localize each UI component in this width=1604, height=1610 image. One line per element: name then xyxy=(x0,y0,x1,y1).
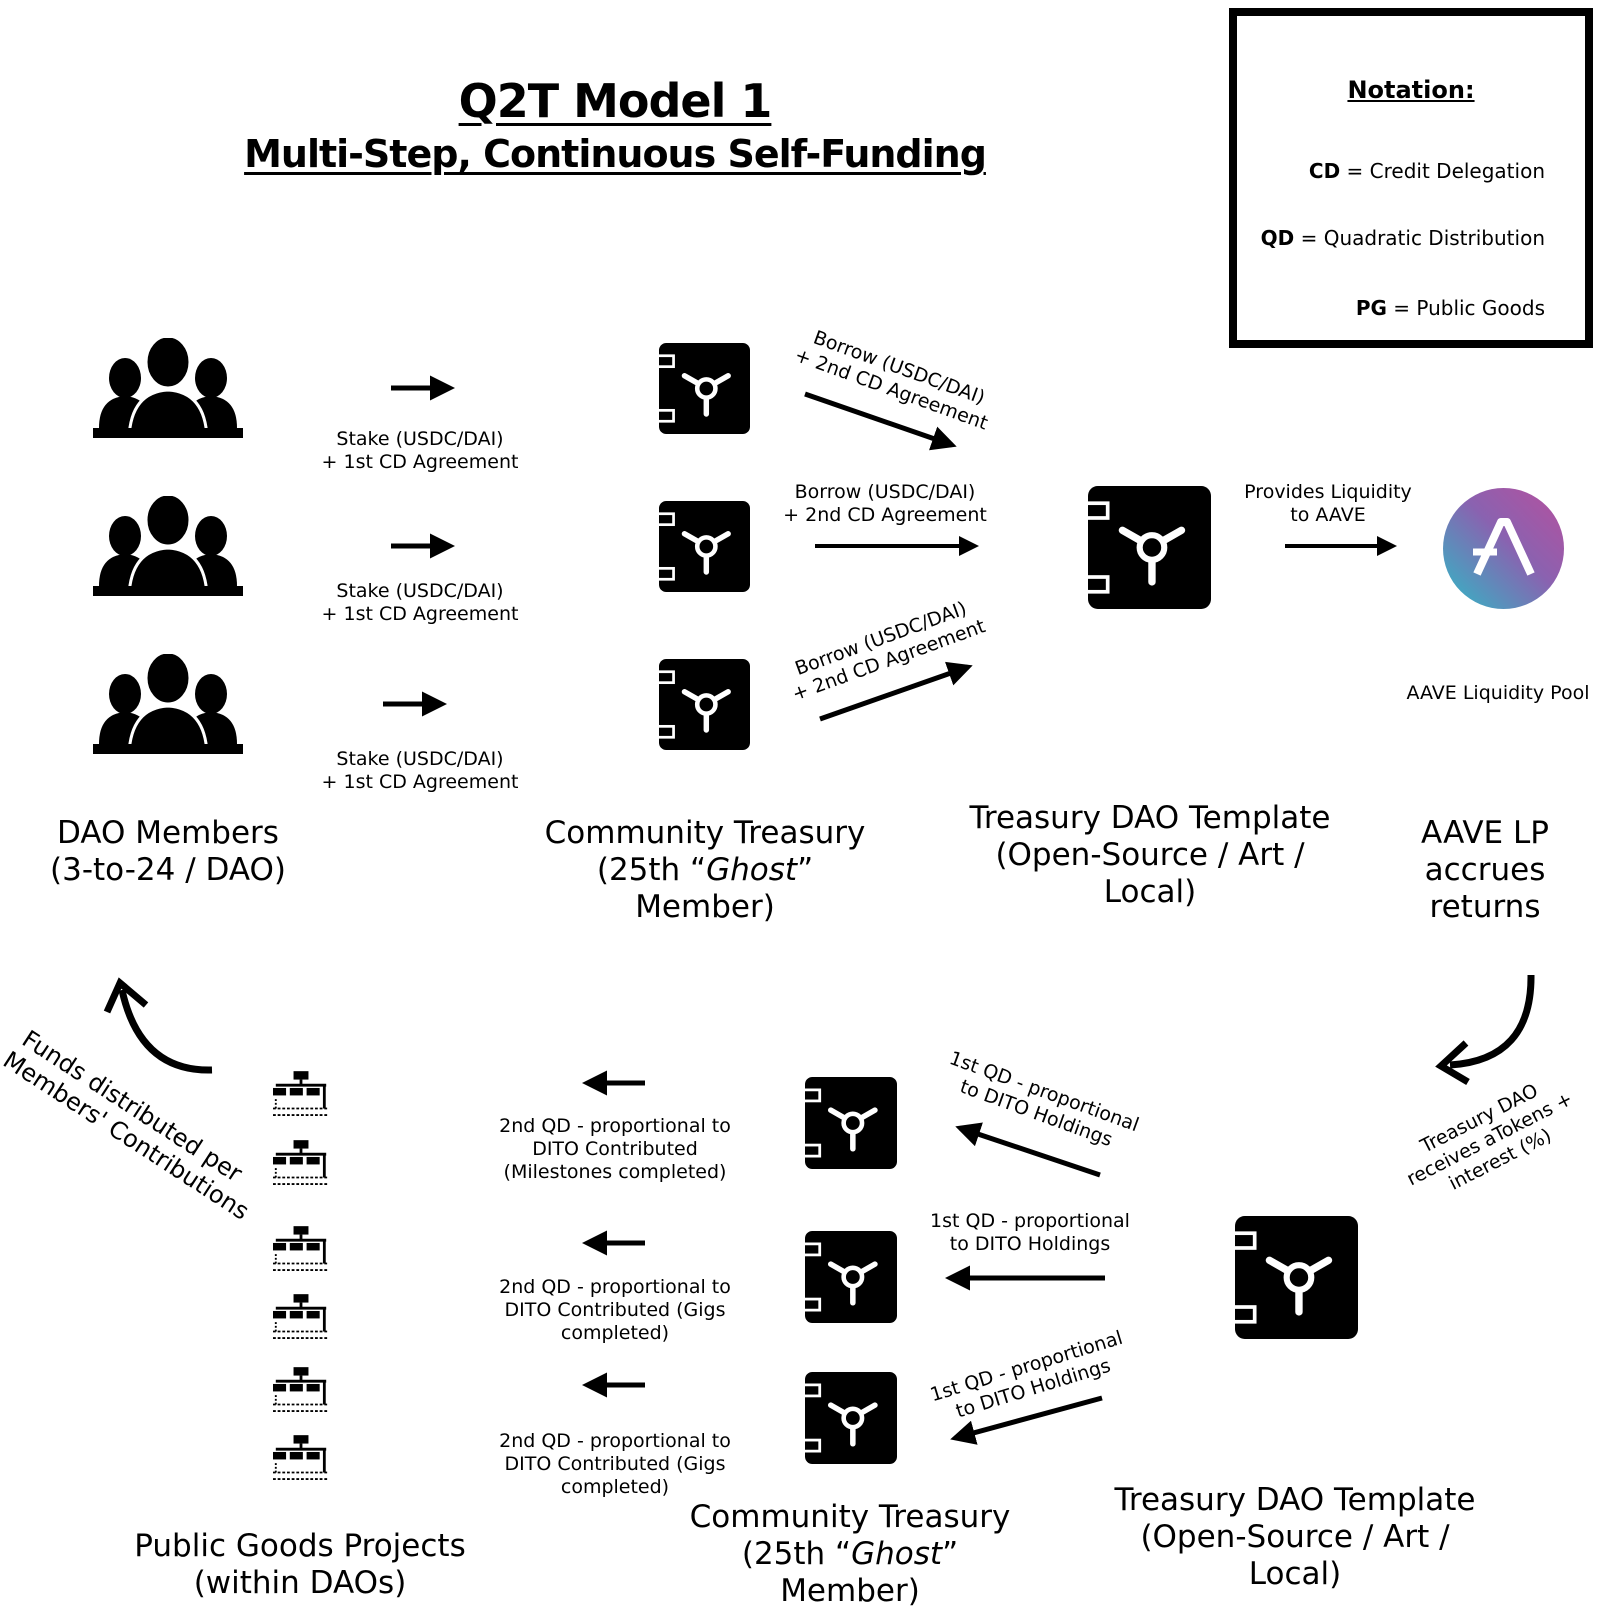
arrow-returns-curve xyxy=(1449,974,1535,1069)
diagram-title: Q2T Model 1 xyxy=(458,74,773,128)
vault-icon xyxy=(805,1077,897,1169)
notation-box: Notation: CD = Credit Delegation QD = Qu… xyxy=(1229,8,1593,348)
org-chart-icon xyxy=(273,1294,329,1341)
arrow-qd1-1 xyxy=(955,1122,1101,1178)
borrow-label-2: Borrow (USDC/DAI)+ 2nd CD Agreement xyxy=(783,481,987,526)
org-chart-icon xyxy=(273,1367,329,1414)
arrow-borrow-3 xyxy=(819,661,973,722)
treasury-template-label-bottom: Treasury DAO Template(Open-Source / Art … xyxy=(1114,1482,1476,1592)
stake-label-3: Stake (USDC/DAI)+ 1st CD Agreement xyxy=(321,748,519,793)
notation-row-pg: PG = Public Goods xyxy=(1355,296,1545,320)
notation-heading: Notation: xyxy=(1347,76,1475,104)
org-chart-icon xyxy=(273,1071,329,1118)
org-chart-icon xyxy=(273,1140,329,1187)
community-treasury-label-top: Community Treasury (25th “Ghost” Member) xyxy=(544,815,866,925)
dao-members-label: DAO Members(3-to-24 / DAO) xyxy=(50,815,286,888)
notation-row-cd: CD = Credit Delegation xyxy=(1308,159,1545,183)
community-treasury-label-bottom: Community Treasury (25th “Ghost” Member) xyxy=(689,1499,1011,1609)
stake-label-1: Stake (USDC/DAI)+ 1st CD Agreement xyxy=(321,428,519,473)
aave-logo-icon xyxy=(1443,488,1564,609)
treasury-template-label-top: Treasury DAO Template(Open-Source / Art … xyxy=(969,800,1331,910)
org-chart-icon xyxy=(273,1226,329,1273)
public-goods-label: Public Goods Projects(within DAOs) xyxy=(134,1528,466,1601)
arrow-borrow-1 xyxy=(804,391,957,451)
aave-pool-label: AAVE Liquidity Pool xyxy=(1406,682,1590,704)
org-chart-icon xyxy=(273,1435,329,1482)
vault-icon xyxy=(805,1372,897,1464)
diagram-subtitle: Multi-Step, Continuous Self-Funding xyxy=(244,132,987,176)
stake-label-2: Stake (USDC/DAI)+ 1st CD Agreement xyxy=(321,580,519,625)
vault-icon xyxy=(1235,1216,1358,1339)
notation-row-qd: QD = Quadratic Distribution xyxy=(1260,226,1545,250)
arrow-qd1-3 xyxy=(950,1395,1103,1445)
vault-icon xyxy=(805,1231,897,1323)
arrow-funds-curve xyxy=(118,989,213,1074)
